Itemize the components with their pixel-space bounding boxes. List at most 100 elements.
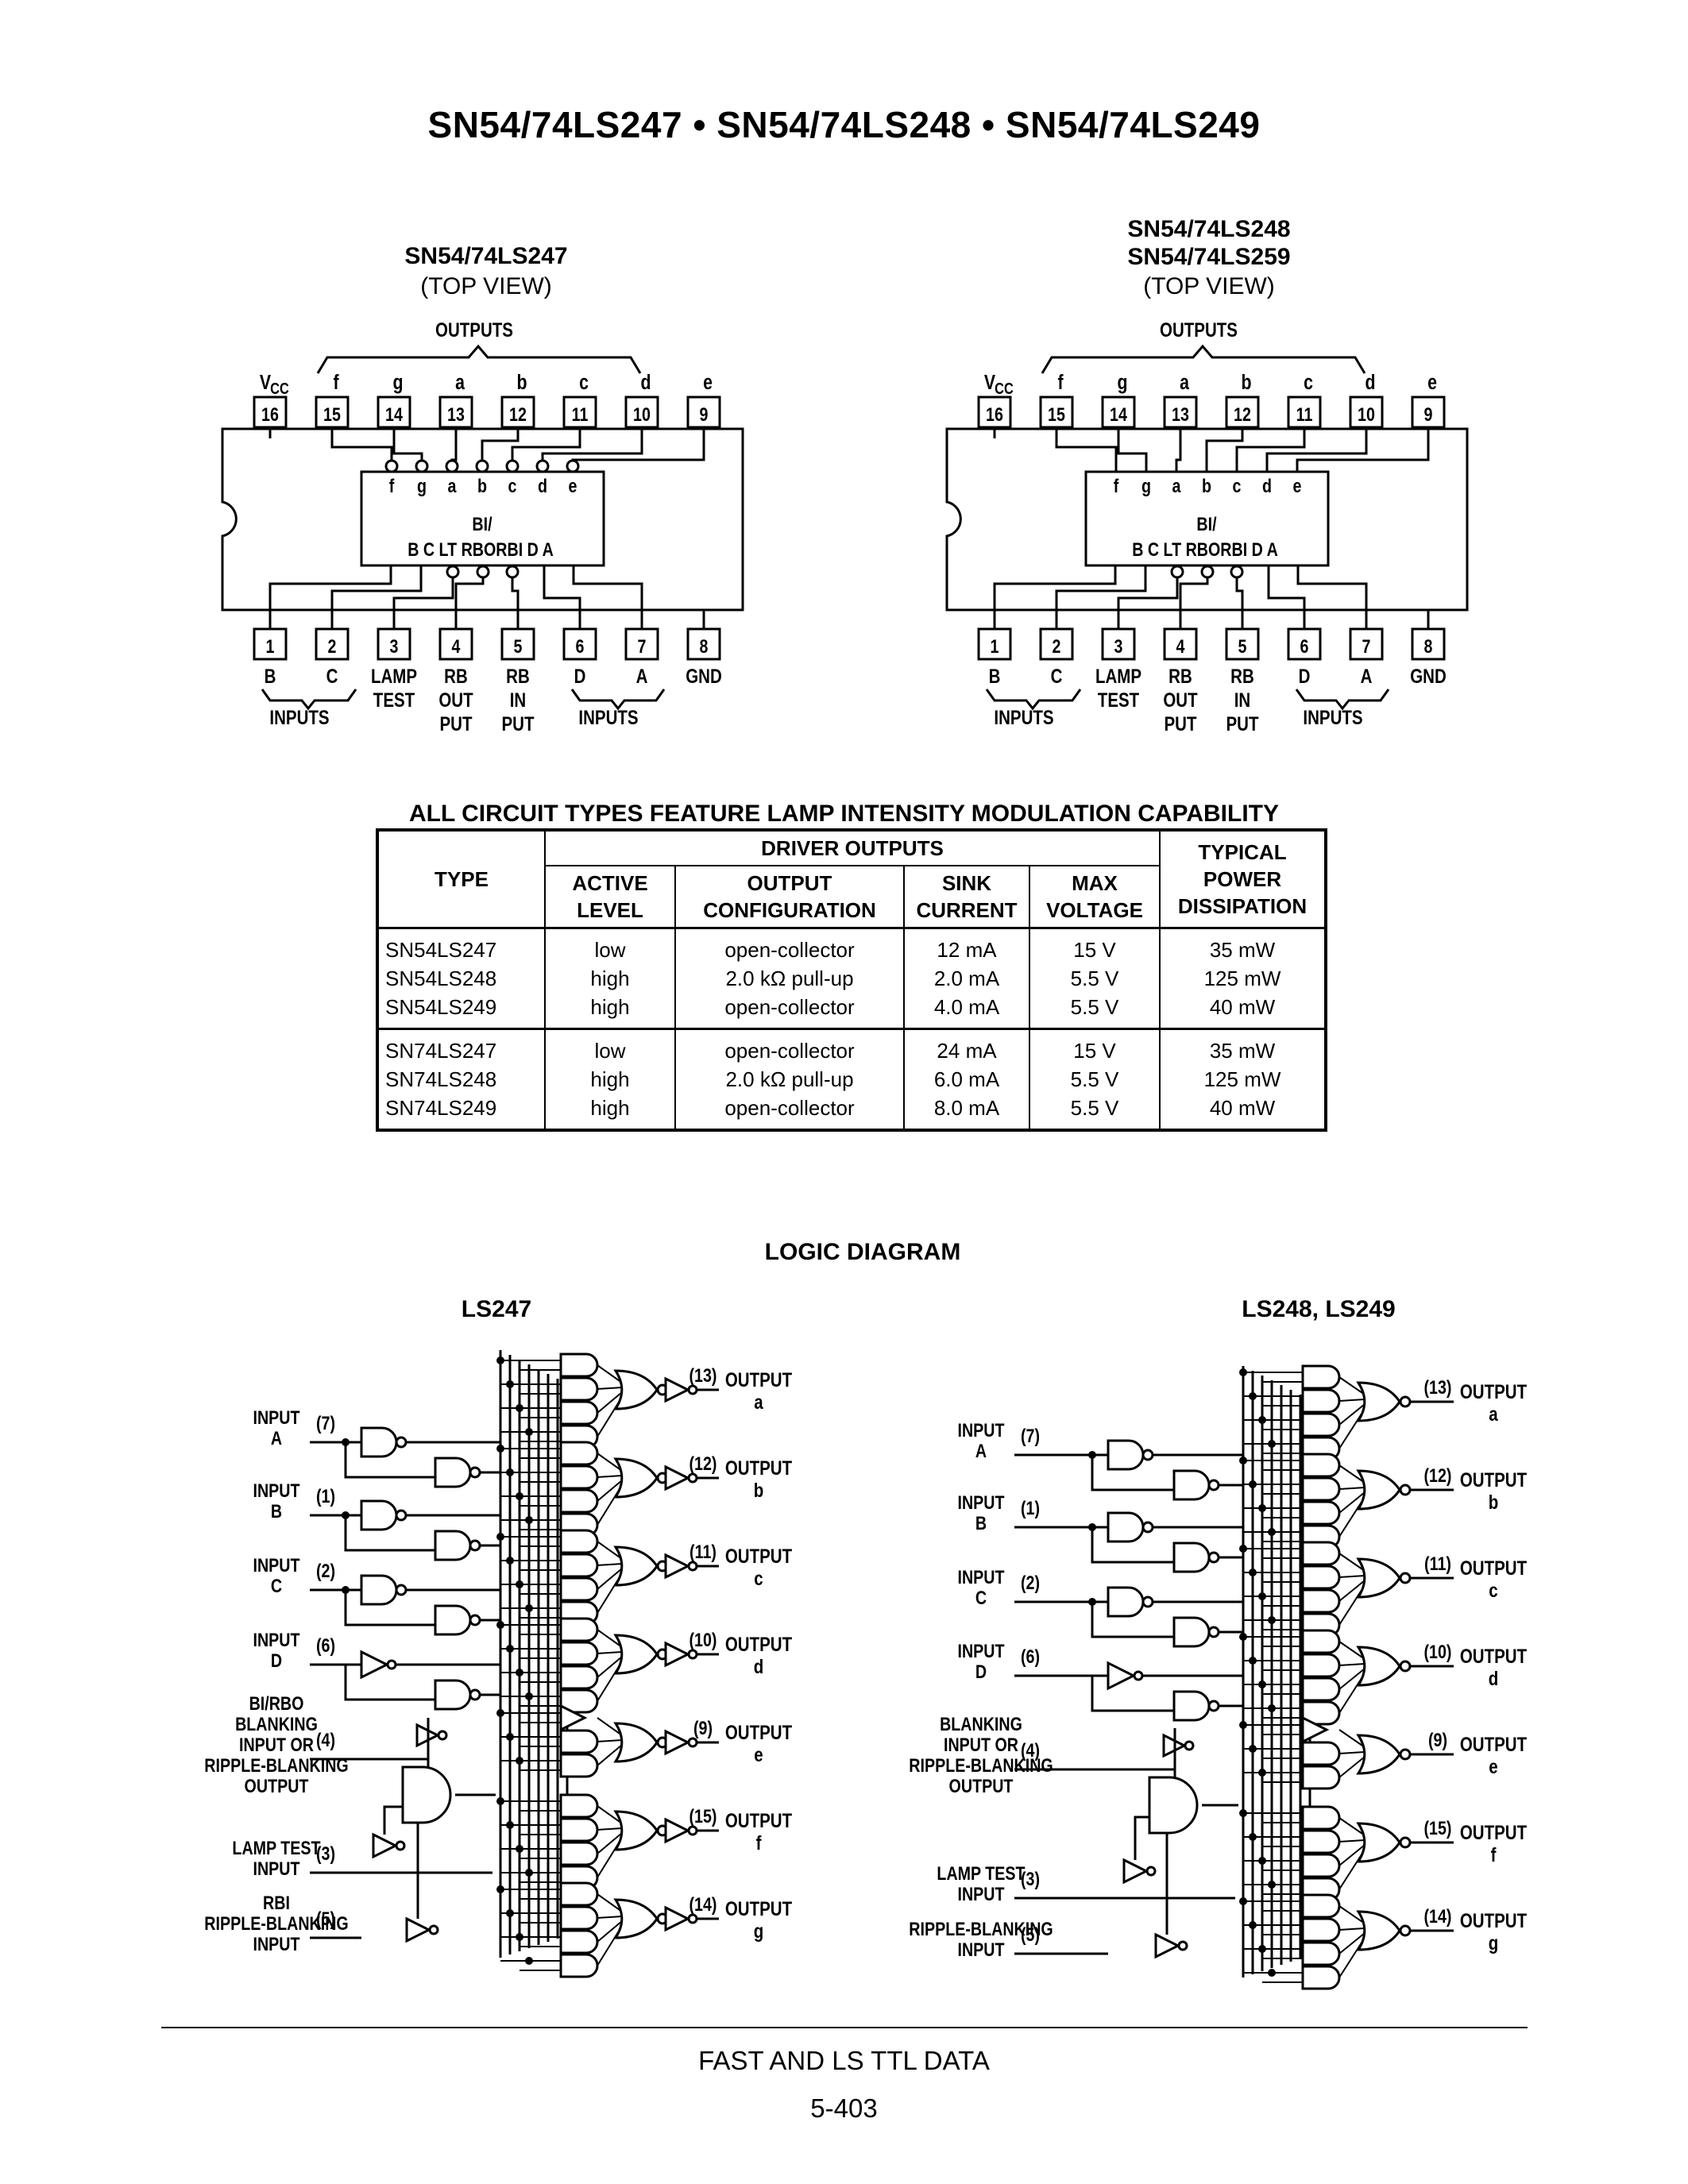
- th-power: TYPICAL POWER DISSIPATION: [1159, 829, 1327, 929]
- junction-dot: [516, 1845, 523, 1853]
- wire: [1338, 1553, 1365, 1572]
- logic-input-label: A: [271, 1427, 282, 1449]
- decode-and-gate: [559, 1553, 599, 1578]
- pin-diagram-title-line: SN54/74LS248: [1127, 216, 1290, 242]
- table-cell: 5.5 V: [1029, 964, 1161, 993]
- wire: [597, 1827, 623, 1831]
- table-cell: 2.0 mA: [903, 964, 1030, 993]
- table-cell: 15 V: [1029, 927, 1161, 964]
- junction-dot: [525, 1516, 533, 1524]
- bottom-pin-label: C: [1051, 665, 1063, 687]
- wire: [1338, 1641, 1365, 1660]
- decoder-pin-label: g: [417, 475, 427, 496]
- input-wire: [392, 565, 454, 629]
- inputs-label: INPUTS: [578, 706, 638, 728]
- table-cell: 5.5 V: [1029, 993, 1161, 1029]
- pin-box: [1225, 627, 1260, 661]
- pin-number: 15: [1048, 403, 1065, 425]
- wire: [1338, 1403, 1365, 1426]
- junction-dot: [1249, 1569, 1257, 1576]
- junction-dot: [1268, 1528, 1276, 1536]
- pin-number: 9: [1424, 403, 1433, 425]
- pin-number: 3: [390, 635, 399, 657]
- junction-dot: [1268, 1616, 1276, 1624]
- decode-and-gate: [1301, 1941, 1341, 1966]
- logic-input-pin: (2): [1021, 1572, 1040, 1593]
- table-cell: high: [544, 993, 676, 1029]
- buffer-gate: [1122, 1858, 1149, 1885]
- pin-box: [1039, 627, 1074, 661]
- pin-box: [377, 396, 411, 429]
- pin-number: 5: [1238, 635, 1247, 657]
- junction-dot: [496, 1885, 504, 1893]
- logic-input-pin: (7): [1021, 1425, 1040, 1446]
- input-wire: [572, 565, 643, 629]
- inverting-bubble: [386, 1659, 397, 1670]
- pin-diagram-title-line: (TOP VIEW): [420, 273, 552, 299]
- logic-input-label: RIPPLE-BLANKING: [909, 1918, 1053, 1939]
- decode-and-gate: [559, 1576, 599, 1602]
- vcc-subscript: CC: [270, 379, 289, 397]
- junction-dot: [525, 1428, 533, 1436]
- wire: [597, 1739, 623, 1742]
- junction-dot: [496, 1445, 504, 1453]
- logic-right-title: LS248, LS249: [1242, 1296, 1395, 1322]
- junction-dot: [506, 1380, 514, 1388]
- pin-box: [377, 627, 411, 661]
- logic-output-label: OUTPUT: [1460, 1468, 1527, 1491]
- bottom-pin-label: RB: [1230, 665, 1254, 687]
- logic-input-label: INPUT: [253, 1933, 300, 1954]
- table-cell: low: [544, 1028, 676, 1065]
- pin-box: [1163, 627, 1198, 661]
- wire: [597, 1563, 623, 1566]
- wire: [597, 1916, 623, 1919]
- inverting-bubble: [687, 1384, 698, 1395]
- inverting-bubble: [1141, 1521, 1154, 1534]
- decode-and-gate: [1301, 1965, 1341, 1990]
- bottom-pin-label: A: [636, 665, 648, 687]
- logic-output-label: OUTPUT: [1460, 1733, 1527, 1755]
- bottom-pin-label: RB: [506, 665, 530, 687]
- decode-and-gate: [559, 1729, 599, 1754]
- bottom-pin-label: LAMP: [1095, 665, 1141, 687]
- logic-ls247: INPUTA(7)INPUTB(1)INPUTC(2)INPUTD(6)BI/R…: [204, 1350, 792, 1978]
- junction-dot: [506, 1909, 514, 1917]
- decode-and-gate: [1301, 1653, 1341, 1678]
- table-cell: 40 mW: [1159, 993, 1327, 1029]
- inverting-bubble: [395, 1840, 406, 1851]
- pin-box: [686, 627, 721, 661]
- junction-dot: [1239, 1368, 1247, 1376]
- wire: [597, 1391, 623, 1414]
- footer-title: FAST AND LS TTL DATA: [698, 2046, 990, 2075]
- decode-and-gate: [559, 1793, 599, 1819]
- complement-nand-gate: [1172, 1542, 1211, 1573]
- decode-and-gate: [1301, 1588, 1341, 1614]
- wire: [1134, 1815, 1149, 1860]
- junction-dot: [516, 1757, 523, 1765]
- decode-and-gate: [559, 1488, 599, 1514]
- logic-input-label: INPUT: [957, 1939, 1005, 1960]
- output-wire: [1175, 427, 1182, 465]
- logic-input-label: OUTPUT: [949, 1775, 1014, 1796]
- wire: [344, 1515, 435, 1552]
- bottom-pin-label: GND: [686, 665, 722, 687]
- table-cell: SN74LS249: [377, 1094, 546, 1130]
- complement-nand-gate: [434, 1679, 472, 1711]
- inverting-bubble: [469, 1539, 481, 1552]
- bottom-pin-label: OUT: [1163, 689, 1197, 711]
- inverting-bubble: [476, 565, 490, 579]
- decode-and-gate: [559, 1665, 599, 1690]
- bottom-pin-label: A: [1361, 665, 1373, 687]
- decode-and-gate: [559, 1817, 599, 1843]
- junction-dot: [516, 1492, 523, 1500]
- junction-dot: [516, 1580, 523, 1588]
- nor-gate: [1356, 1910, 1401, 1951]
- logic-input-label: RIPPLE-BLANKING: [909, 1754, 1053, 1776]
- wire: [1338, 1580, 1365, 1602]
- wire: [1338, 1663, 1365, 1666]
- decoder-pin-label: d: [538, 475, 547, 496]
- outputs-label: OUTPUTS: [1160, 318, 1238, 341]
- decode-and-gate: [1301, 1453, 1341, 1478]
